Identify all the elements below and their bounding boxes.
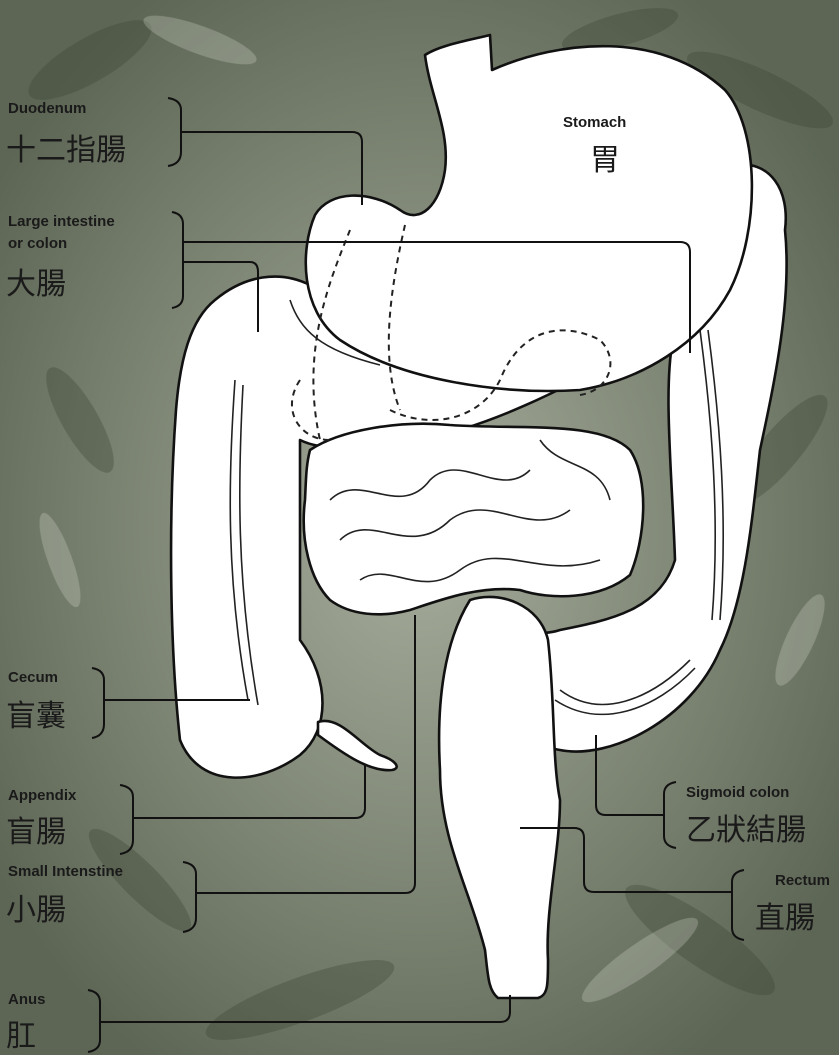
cecum-bracket bbox=[92, 668, 104, 738]
small-intestine-label-zh: 小腸 bbox=[6, 893, 66, 928]
sigmoid-label-en: Sigmoid colon bbox=[686, 784, 789, 801]
rectum-label-zh: 直腸 bbox=[755, 901, 815, 936]
cecum-label-zh: 盲囊 bbox=[6, 699, 66, 734]
rectum-shape bbox=[439, 597, 560, 998]
anus-label-en: Anus bbox=[8, 991, 46, 1008]
rectum-bracket bbox=[732, 870, 744, 940]
small-intestine-bracket bbox=[183, 862, 196, 932]
large-intestine-label-zh: 大腸 bbox=[6, 267, 66, 302]
appendix-bracket bbox=[120, 785, 133, 854]
duodenum-label-zh: 十二指腸 bbox=[6, 133, 126, 168]
large-intestine-label-en-1: Large intestine bbox=[8, 213, 115, 230]
cecum-label-en: Cecum bbox=[8, 669, 58, 686]
stomach-label-zh: 胃 bbox=[590, 143, 620, 178]
anus-leader bbox=[100, 995, 510, 1022]
appendix-shape bbox=[318, 721, 397, 770]
anus-label-zh: 肛 bbox=[6, 1019, 36, 1054]
duodenum-bracket bbox=[168, 98, 181, 166]
sigmoid-label-zh: 乙狀結腸 bbox=[686, 813, 806, 848]
stomach-label-en: Stomach bbox=[563, 114, 626, 131]
duodenum-label-en: Duodenum bbox=[8, 100, 86, 117]
digestive-system-drawing bbox=[171, 35, 787, 998]
duodenum-leader bbox=[181, 132, 362, 205]
anus-bracket bbox=[88, 990, 100, 1052]
sigmoid-bracket bbox=[664, 782, 676, 848]
stomach-shape bbox=[306, 35, 752, 391]
appendix-label-zh: 盲腸 bbox=[6, 815, 66, 850]
large-intestine-label-en-2: or colon bbox=[8, 235, 67, 252]
appendix-label-en: Appendix bbox=[8, 787, 77, 804]
rectum-label-en: Rectum bbox=[775, 872, 830, 889]
small-intestine-label-en: Small Intenstine bbox=[8, 863, 123, 880]
large-intestine-bracket bbox=[172, 212, 183, 308]
small-intestine-shape bbox=[304, 424, 643, 615]
